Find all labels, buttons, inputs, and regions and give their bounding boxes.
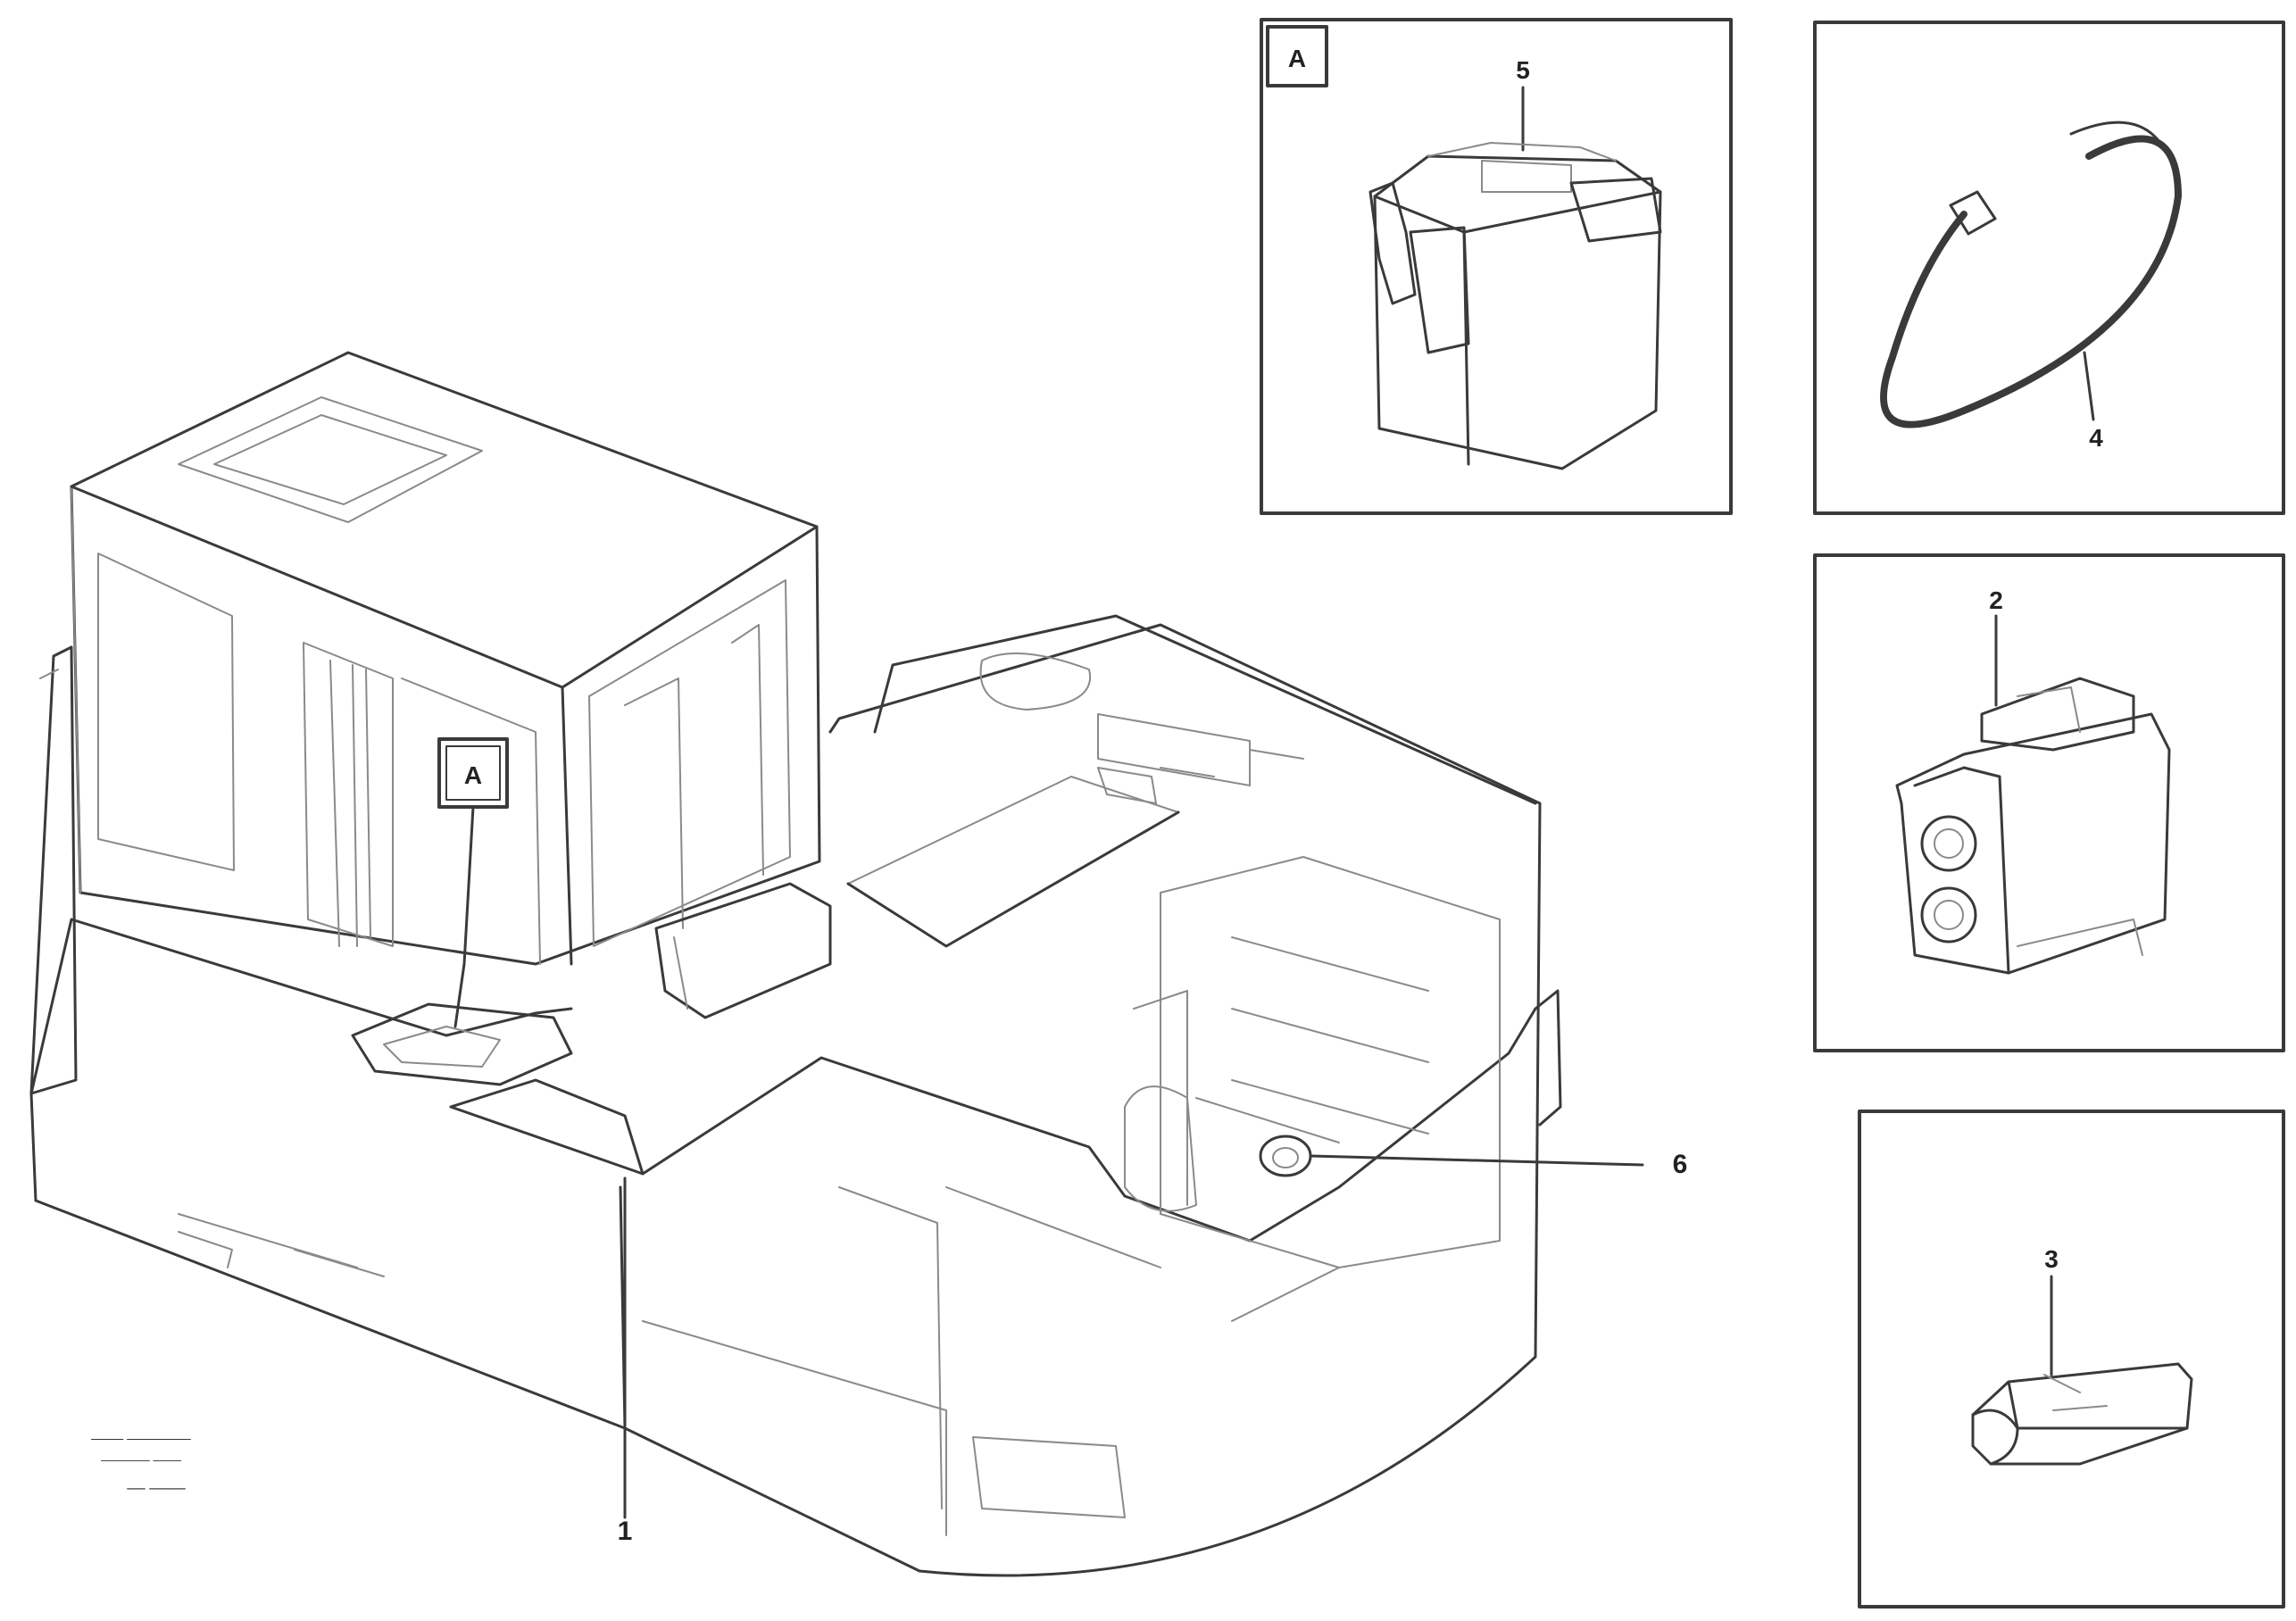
detail-a-marker-on-machine: A xyxy=(437,737,509,809)
image-ref-line-1: ____ ________ xyxy=(90,1426,191,1441)
part-4-clamp-band xyxy=(1880,121,2182,428)
image-reference-stamp: ____ ________ _______ ____ __ ____ xyxy=(90,1426,191,1491)
callout-4: 4 xyxy=(2089,424,2103,452)
part-5-relay-box xyxy=(1368,142,1662,470)
callout-2: 2 xyxy=(1989,586,2003,614)
detail-panel-item-3: 3 xyxy=(1858,1110,2285,1609)
detail-panel-item-4: 4 xyxy=(1813,21,2285,515)
machine-upper-structure xyxy=(29,351,821,1095)
part-3-terminal-block xyxy=(1971,1362,2193,1466)
callout-5: 5 xyxy=(1516,56,1530,84)
callout-6: 6 xyxy=(1673,1150,1688,1179)
detail-a-label-panel: A xyxy=(1288,45,1306,72)
detail-panel-item-2: 2 xyxy=(1813,553,2285,1052)
callout-3: 3 xyxy=(2044,1245,2059,1273)
image-ref-line-3: __ ____ xyxy=(126,1472,186,1491)
detail-a-label-machine: A xyxy=(464,761,482,789)
machine-component-6-location xyxy=(1259,1135,1312,1177)
callout-1: 1 xyxy=(618,1517,633,1546)
image-ref-line-2: _______ ____ xyxy=(100,1447,181,1461)
machine-lower-deck xyxy=(29,614,1562,1577)
leader-lines-main xyxy=(453,805,1644,1519)
detail-panel-a: A 5 xyxy=(1260,18,1733,515)
part-2-connector xyxy=(1895,677,2171,975)
